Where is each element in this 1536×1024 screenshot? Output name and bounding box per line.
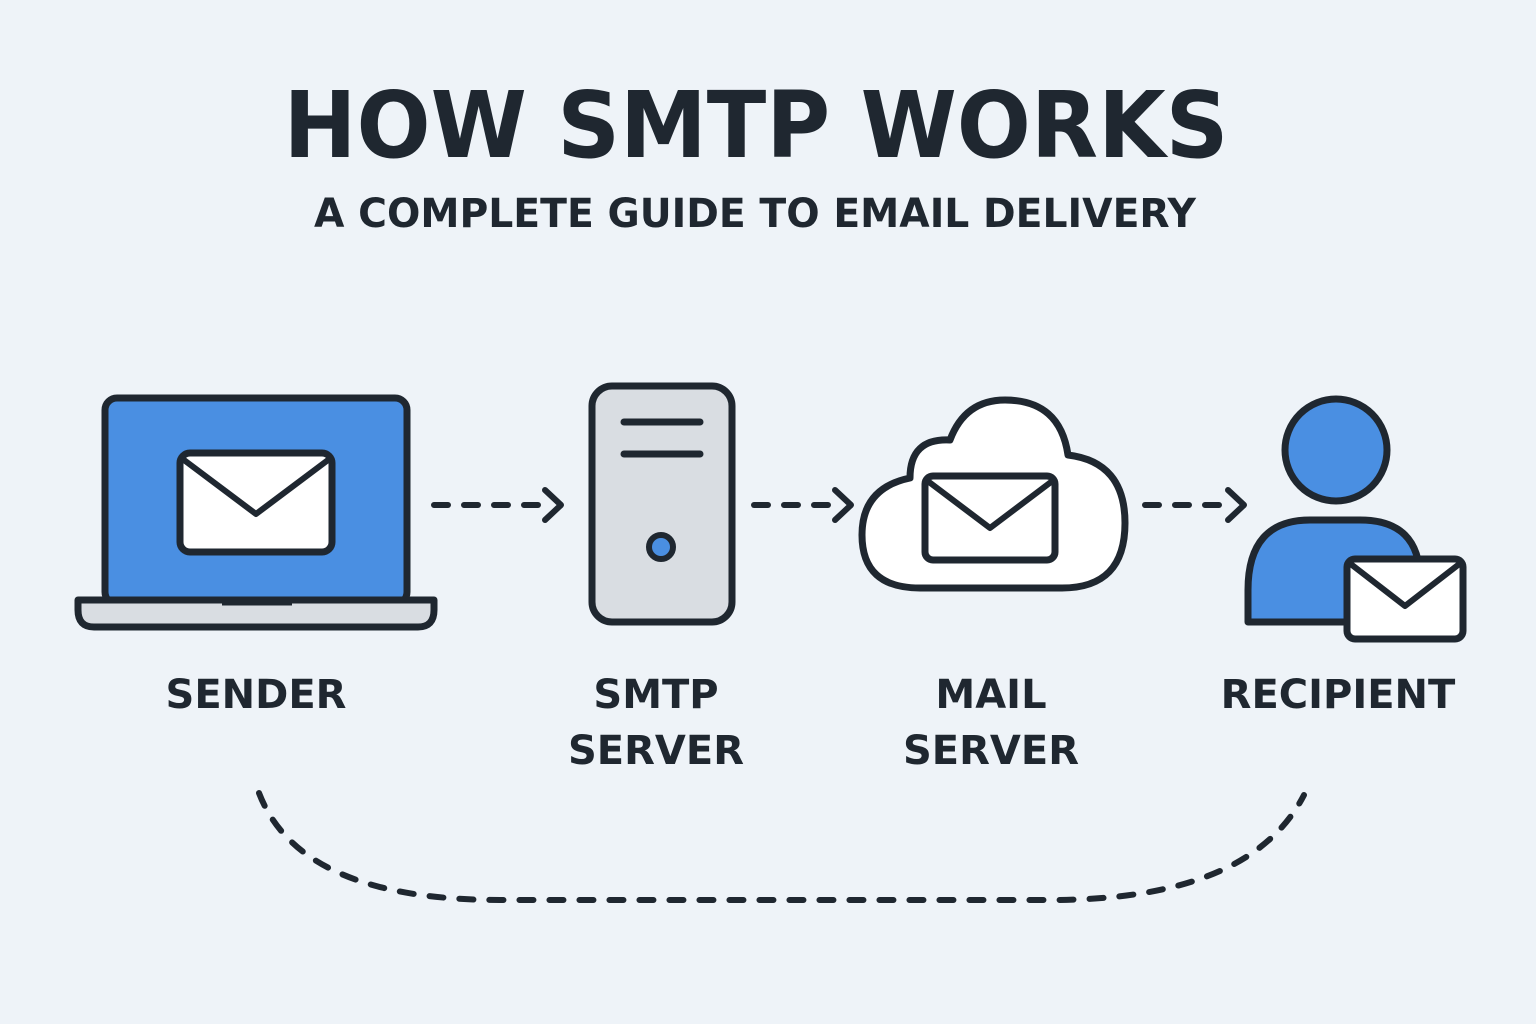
server-tower-icon	[588, 382, 736, 626]
node-label-mail-line1: MAIL	[935, 672, 1046, 718]
arrow-head-icon	[542, 487, 564, 523]
arrow-head-icon	[832, 487, 854, 523]
node-label-smtp-line1: SMTP	[593, 672, 718, 718]
page-title: HOW SMTP WORKS	[284, 72, 1229, 179]
page-subtitle: A COMPLETE GUIDE TO EMAIL DELIVERY	[314, 191, 1197, 237]
node-label-recipient: RECIPIENT	[1221, 672, 1456, 718]
node-label-mail-line2: SERVER	[903, 728, 1079, 774]
node-label-smtp-line2: SERVER	[568, 728, 744, 774]
arrow-head-icon	[1225, 487, 1247, 523]
person-envelope-icon	[1244, 395, 1467, 643]
laptop-envelope-icon	[74, 394, 438, 631]
return-path-curve	[256, 790, 1307, 903]
cloud-envelope-icon	[858, 396, 1129, 592]
node-label-sender: SENDER	[166, 672, 347, 718]
